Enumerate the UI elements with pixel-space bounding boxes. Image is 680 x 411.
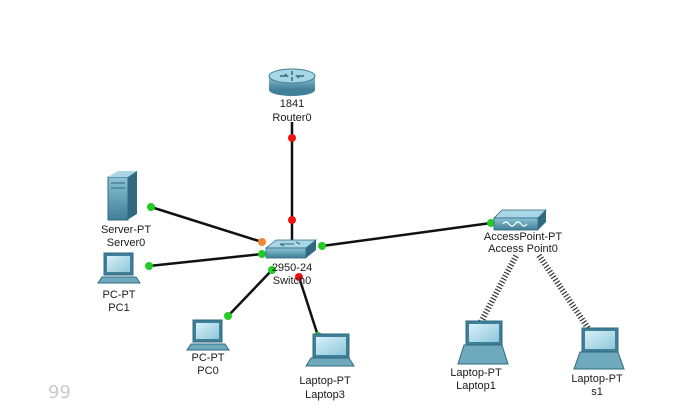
pc-monitor-icon <box>186 319 230 351</box>
switch-device[interactable]: 2950-24 Switch0 <box>264 239 318 287</box>
router-device[interactable]: 1841 Router0 <box>268 68 316 124</box>
links-layer <box>148 122 591 337</box>
link-accesspoint-switch[interactable] <box>321 221 492 248</box>
watermark-text: 99 <box>48 382 71 403</box>
laptop-s1-model-label: Laptop-PT <box>571 373 623 385</box>
status-light-switch-laptop3-down <box>295 273 303 281</box>
status-light-switch-router-down <box>288 216 296 224</box>
laptop-s1-name-label: s1 <box>591 386 603 398</box>
status-light-switch-pc0-up <box>268 266 276 274</box>
laptop3-model-label: Laptop-PT <box>299 375 351 387</box>
wireless-link-laptop1-accesspoint[interactable] <box>478 252 520 324</box>
access-point-model-label: AccessPoint-PT <box>484 231 563 243</box>
router-icon <box>268 68 316 96</box>
laptop-icon <box>573 327 625 370</box>
laptop3-name-label: Laptop3 <box>305 389 345 401</box>
status-light-switch-accesspoint-up <box>318 242 326 250</box>
pc1-device[interactable]: PC-PT PC1 <box>97 252 141 314</box>
access-point-name-label: Access Point0 <box>488 243 558 255</box>
access-point-icon <box>493 209 547 231</box>
link-laptop3-switch[interactable] <box>297 276 320 337</box>
laptop1-device[interactable]: Laptop-PT Laptop1 <box>450 320 509 392</box>
pc-monitor-icon <box>97 252 141 284</box>
pc0-name-label: PC0 <box>197 365 218 377</box>
server-device[interactable]: Server-PT Server0 <box>101 171 151 249</box>
link-pc1-switch[interactable] <box>148 252 263 268</box>
pc1-name-label: PC1 <box>108 302 129 314</box>
status-light-switch-server-pending <box>258 238 266 246</box>
laptop-icon <box>305 333 355 367</box>
laptop1-name-label: Laptop1 <box>456 380 496 392</box>
server-name-label: Server0 <box>107 237 146 249</box>
server-model-label: Server-PT <box>101 224 151 236</box>
laptop-s1-device[interactable]: Laptop-PT s1 <box>571 327 625 398</box>
status-light-router-down <box>288 134 296 142</box>
status-light-pc1-up <box>145 262 153 270</box>
pc1-model-label: PC-PT <box>103 289 136 301</box>
link-pc0-switch[interactable] <box>227 269 273 317</box>
link-status-lights <box>145 134 495 340</box>
switch-model-label: 2950-24 <box>272 262 312 274</box>
laptop1-model-label: Laptop-PT <box>450 367 502 379</box>
switch-icon <box>264 239 318 259</box>
link-server-switch[interactable] <box>150 205 263 244</box>
pc0-model-label: PC-PT <box>192 352 225 364</box>
status-light-accesspoint-up <box>487 219 495 227</box>
router-name-label: Router0 <box>272 112 311 124</box>
wireless-link-s1-accesspoint[interactable] <box>535 252 591 330</box>
status-light-pc0-up <box>224 312 232 320</box>
router-model-label: 1841 <box>280 98 304 110</box>
status-light-switch-pc1-up <box>258 250 266 258</box>
laptop-icon <box>457 320 509 365</box>
access-point-device[interactable]: AccessPoint-PT Access Point0 <box>484 209 563 255</box>
server-tower-icon <box>107 171 137 221</box>
laptop3-device[interactable]: Laptop-PT Laptop3 <box>299 333 355 401</box>
pc0-device[interactable]: PC-PT PC0 <box>186 319 230 377</box>
status-light-server-up <box>147 203 155 211</box>
switch-name-label: Switch0 <box>273 275 312 287</box>
